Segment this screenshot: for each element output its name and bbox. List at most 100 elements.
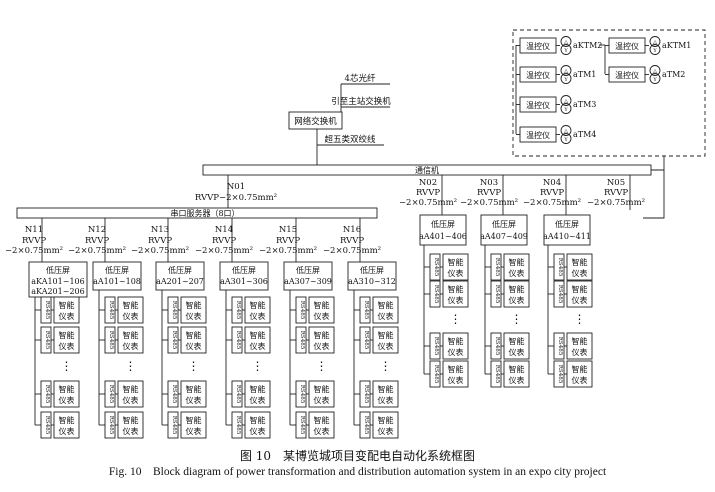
node-n02-panel-range: aA401~406 — [419, 232, 467, 241]
n01-label: N01 — [227, 182, 245, 192]
node-n15-cable-spec: −2×0.75mm² — [259, 246, 317, 256]
node-n02-cable-spec: −2×0.75mm² — [399, 198, 457, 208]
node-n02-smart-meter-line1-1: 智能 — [448, 284, 464, 294]
transformer-delta-icon: △ — [653, 40, 657, 46]
node-n16-smart-meter-line2-3: 仪表 — [378, 426, 394, 436]
node-n12-ellipsis: ⋮ — [125, 359, 137, 373]
node-n14-panel-range: aA301~306 — [220, 277, 268, 286]
node-n11-smart-meter-line2-3: 仪表 — [59, 426, 75, 436]
node-n13-rs485-label-1: RS485 — [171, 331, 177, 350]
transformer-icon — [649, 44, 661, 55]
node-n11-smart-meter-line1-0: 智能 — [59, 300, 75, 310]
node-n12-rs485-label-0: RS485 — [108, 301, 114, 320]
node-n16-smart-meter-3 — [372, 411, 399, 439]
node-n03-low-voltage-panel — [480, 214, 528, 246]
node-n13-rs485-label-2: RS485 — [171, 385, 177, 404]
node-n15-rs485-label-0: RS485 — [299, 301, 305, 320]
node-n13-smart-meter-line1-3: 智能 — [186, 415, 202, 425]
node-n15-smart-meter-line1-0: 智能 — [314, 300, 330, 310]
temp-controller-label-right-1: 温控仪 — [615, 70, 639, 80]
node-n11-label: N11 — [25, 225, 43, 235]
node-n03-smart-meter-line1-1: 智能 — [509, 284, 525, 294]
node-n15-low-voltage-panel — [283, 261, 333, 291]
node-n03-smart-meter-line1-2: 智能 — [509, 336, 525, 346]
node-n02-smart-meter-line1-0: 智能 — [448, 257, 464, 267]
node-n12-smart-meter-line1-0: 智能 — [123, 300, 139, 310]
transformer-delta-icon: △ — [564, 129, 568, 135]
node-n12-smart-meter-line1-1: 智能 — [123, 330, 139, 340]
node-n03-smart-meter-line1-3: 智能 — [509, 364, 525, 374]
transformer-delta-icon: △ — [653, 69, 657, 75]
node-n04-label: N04 — [543, 178, 561, 188]
node-n11-smart-meter-line1-1: 智能 — [59, 330, 75, 340]
node-n16-smart-meter-0 — [372, 296, 399, 324]
node-n11-rs485-label-0: RS485 — [44, 301, 50, 320]
node-n14-label: N14 — [215, 225, 233, 235]
node-n12-smart-meter-line1-2: 智能 — [123, 384, 139, 394]
node-n03-smart-meter-line2-2: 仪表 — [509, 347, 525, 357]
node-n05-cable-spec: −2×0.75mm² — [587, 198, 645, 208]
node-n04-rs485-label-0: RS485 — [557, 258, 563, 277]
node-n14-smart-meter-1 — [244, 326, 271, 354]
node-n03-smart-meter-1 — [503, 280, 530, 308]
node-n04-smart-meter-0 — [566, 253, 593, 281]
node-n11-cable-spec: −2×0.75mm² — [5, 246, 63, 256]
transformer-icon — [560, 103, 572, 114]
node-n02-smart-meter-line1-2: 智能 — [448, 336, 464, 346]
node-n02-rs485-label-1: RS485 — [433, 285, 439, 304]
node-n11-smart-meter-line2-1: 仪表 — [59, 341, 75, 351]
node-n12-label: N12 — [88, 225, 106, 235]
node-n03-panel-range: aA407~409 — [480, 232, 528, 241]
node-n16-ellipsis: ⋮ — [380, 359, 392, 373]
node-n15-rs485-label-2: RS485 — [299, 385, 305, 404]
node-n04-smart-meter-line1-3: 智能 — [572, 364, 588, 374]
transformer-icon — [649, 73, 661, 84]
node-n03-smart-meter-line2-1: 仪表 — [509, 295, 525, 305]
node-n16-smart-meter-line1-1: 智能 — [378, 330, 394, 340]
node-n14-smart-meter-0 — [244, 296, 271, 324]
node-n13-smart-meter-2 — [180, 380, 207, 408]
fiber-label: 4芯光纤 — [345, 73, 376, 84]
node-n03-smart-meter-0 — [503, 253, 530, 281]
node-n13-smart-meter-3 — [180, 411, 207, 439]
node-n12-smart-meter-line2-0: 仪表 — [123, 311, 139, 321]
transformer-icon — [560, 133, 572, 144]
node-n13-smart-meter-0 — [180, 296, 207, 324]
serial-server-label: 串口服务器（8口） — [170, 208, 239, 218]
node-n12-panel-range: aA101~108 — [93, 277, 141, 286]
node-n03-smart-meter-3 — [503, 360, 530, 388]
node-n16-smart-meter-2 — [372, 380, 399, 408]
temp-controller-label-left-3: 温控仪 — [526, 130, 550, 140]
node-n02-panel-title: 低压屏 — [431, 219, 455, 229]
node-n13-rs485-label-0: RS485 — [171, 301, 177, 320]
figure-caption-english: Fig. 10 Block diagram of power transform… — [108, 466, 607, 478]
node-n13-smart-meter-line1-1: 智能 — [186, 330, 202, 340]
cat5-label: 超五类双绞线 — [324, 134, 376, 145]
node-n13-smart-meter-line1-0: 智能 — [186, 300, 202, 310]
node-n14-smart-meter-line2-1: 仪表 — [250, 341, 266, 351]
node-n11-cable-type: RVVP — [22, 236, 46, 246]
transformer-icon — [560, 95, 572, 106]
transformer-tag-left-2: aTM3 — [573, 100, 596, 109]
node-n04-smart-meter-line2-2: 仪表 — [572, 347, 588, 357]
transformer-wye-icon: Y — [652, 77, 657, 83]
node-n14-smart-meter-line2-0: 仪表 — [250, 311, 266, 321]
transformer-delta-icon: △ — [564, 69, 568, 75]
node-n04-smart-meter-line1-0: 智能 — [572, 257, 588, 267]
node-n16-rs485-label-3: RS485 — [363, 416, 369, 435]
node-n14-smart-meter-3 — [244, 411, 271, 439]
node-n03-cable-type: RVVP — [477, 188, 501, 198]
node-n03-smart-meter-line2-0: 仪表 — [509, 268, 525, 278]
node-n15-smart-meter-line1-3: 智能 — [314, 415, 330, 425]
node-n16-smart-meter-line2-0: 仪表 — [378, 311, 394, 321]
node-n13-cable-spec: −2×0.75mm² — [131, 246, 189, 256]
transformer-wye-icon: Y — [563, 77, 568, 83]
node-n03-rs485-label-1: RS485 — [494, 285, 500, 304]
node-n04-smart-meter-line2-0: 仪表 — [572, 268, 588, 278]
node-n02-smart-meter-line1-3: 智能 — [448, 364, 464, 374]
node-n14-smart-meter-line1-3: 智能 — [250, 415, 266, 425]
node-n12-smart-meter-0 — [117, 296, 144, 324]
node-n15-rs485-label-3: RS485 — [299, 416, 305, 435]
node-n12-panel-title: 低压屏 — [105, 265, 129, 275]
node-n12-cable-type: RVVP — [85, 236, 109, 246]
